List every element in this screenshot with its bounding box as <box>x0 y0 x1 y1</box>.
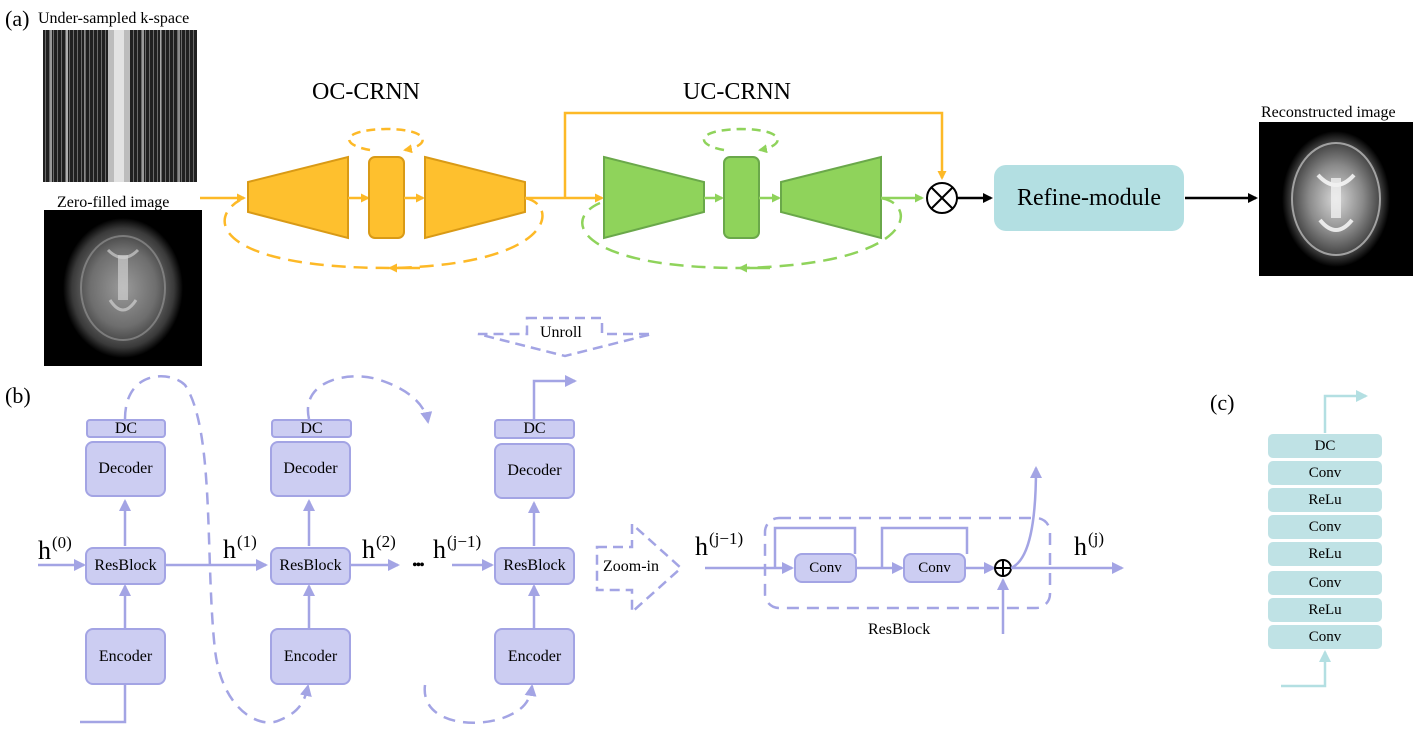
ellipsis-dots: ••• <box>412 557 425 574</box>
panel-label-c: (c) <box>1210 390 1235 415</box>
hj-output-label: h(j) <box>1074 529 1105 562</box>
oc-recurrent-block <box>368 156 405 239</box>
panel-label-a: (a) <box>5 6 30 31</box>
encoder-block-2: Encoder <box>270 628 351 685</box>
panel-c-conv-2: Conv <box>1268 515 1382 539</box>
panel-c-input-arrow <box>1281 650 1331 688</box>
hidden-state-loop-3 <box>423 684 537 725</box>
decoder-block-2: Decoder <box>270 441 351 497</box>
hj-1-label: h(j−1) <box>433 532 482 565</box>
panel-c-conv-4: Conv <box>1268 625 1382 649</box>
panel-label-b: (b) <box>5 383 31 408</box>
reconstructed-caption: Reconstructed image <box>1261 104 1396 121</box>
hidden-state-loop-1 <box>123 374 312 724</box>
uc-recurrent-block <box>723 156 760 239</box>
refine-module-box: Refine-module <box>994 165 1184 231</box>
h0-label: h(0) <box>38 533 72 566</box>
unroll-label: Unroll <box>540 324 582 341</box>
conv-block-2: Conv <box>903 553 966 583</box>
hidden-state-loop-2 <box>306 375 433 424</box>
dc-block-1: DC <box>86 419 166 438</box>
panel-c-relu-2: ReLu <box>1268 542 1382 566</box>
resblock-caption: ResBlock <box>868 621 931 638</box>
panel-c-conv-1: Conv <box>1268 461 1382 485</box>
resblock-2: ResBlock <box>270 547 351 585</box>
zero-filled-image <box>44 210 202 366</box>
resblock-3: ResBlock <box>494 547 575 585</box>
oc-iteration-loop <box>223 196 544 270</box>
oc-crnn-title: OC-CRNN <box>312 79 421 105</box>
decoder-block-1: Decoder <box>85 441 166 497</box>
panel-c-conv-3: Conv <box>1268 571 1382 595</box>
h1-label: h(1) <box>223 532 257 565</box>
hj-1-input-label: h(j−1) <box>695 529 744 562</box>
oc-decoder-trapezoid <box>424 155 526 240</box>
panel-c-dc: DC <box>1268 434 1382 458</box>
dc-block-3: DC <box>494 419 575 439</box>
zero-filled-caption: Zero-filled image <box>57 194 170 211</box>
panel-c-relu-1: ReLu <box>1268 488 1382 512</box>
resblock-1: ResBlock <box>85 547 166 585</box>
conv-block-1: Conv <box>794 553 857 583</box>
oc-recurrence-loop <box>348 127 424 154</box>
resblock-dashed-frame <box>763 516 1052 610</box>
uc-crnn-title: UC-CRNN <box>683 79 792 105</box>
kspace-caption: Under-sampled k-space <box>38 10 190 27</box>
reconstructed-image <box>1259 122 1413 276</box>
decoder-block-3: Decoder <box>494 443 575 499</box>
panel-c-output-arrow <box>1323 390 1368 433</box>
panel-c-relu-3: ReLu <box>1268 598 1382 622</box>
encoder-block-3: Encoder <box>494 628 575 685</box>
dc-block-2: DC <box>271 419 352 438</box>
uc-decoder-trapezoid <box>780 155 882 240</box>
zoom-in-label: Zoom-in <box>603 558 659 575</box>
encoder-block-1: Encoder <box>85 628 166 685</box>
add-icon <box>994 559 1012 577</box>
kspace-image <box>43 30 197 182</box>
zoom-in-arrow <box>595 521 683 615</box>
oc-encoder-trapezoid <box>247 155 349 240</box>
h2-label: h(2) <box>362 532 396 565</box>
multiply-icon <box>926 182 958 214</box>
uc-encoder-trapezoid <box>603 155 705 240</box>
unroll-arrow <box>477 316 653 358</box>
skip-connection <box>563 111 947 198</box>
uc-recurrence-loop <box>702 127 779 154</box>
